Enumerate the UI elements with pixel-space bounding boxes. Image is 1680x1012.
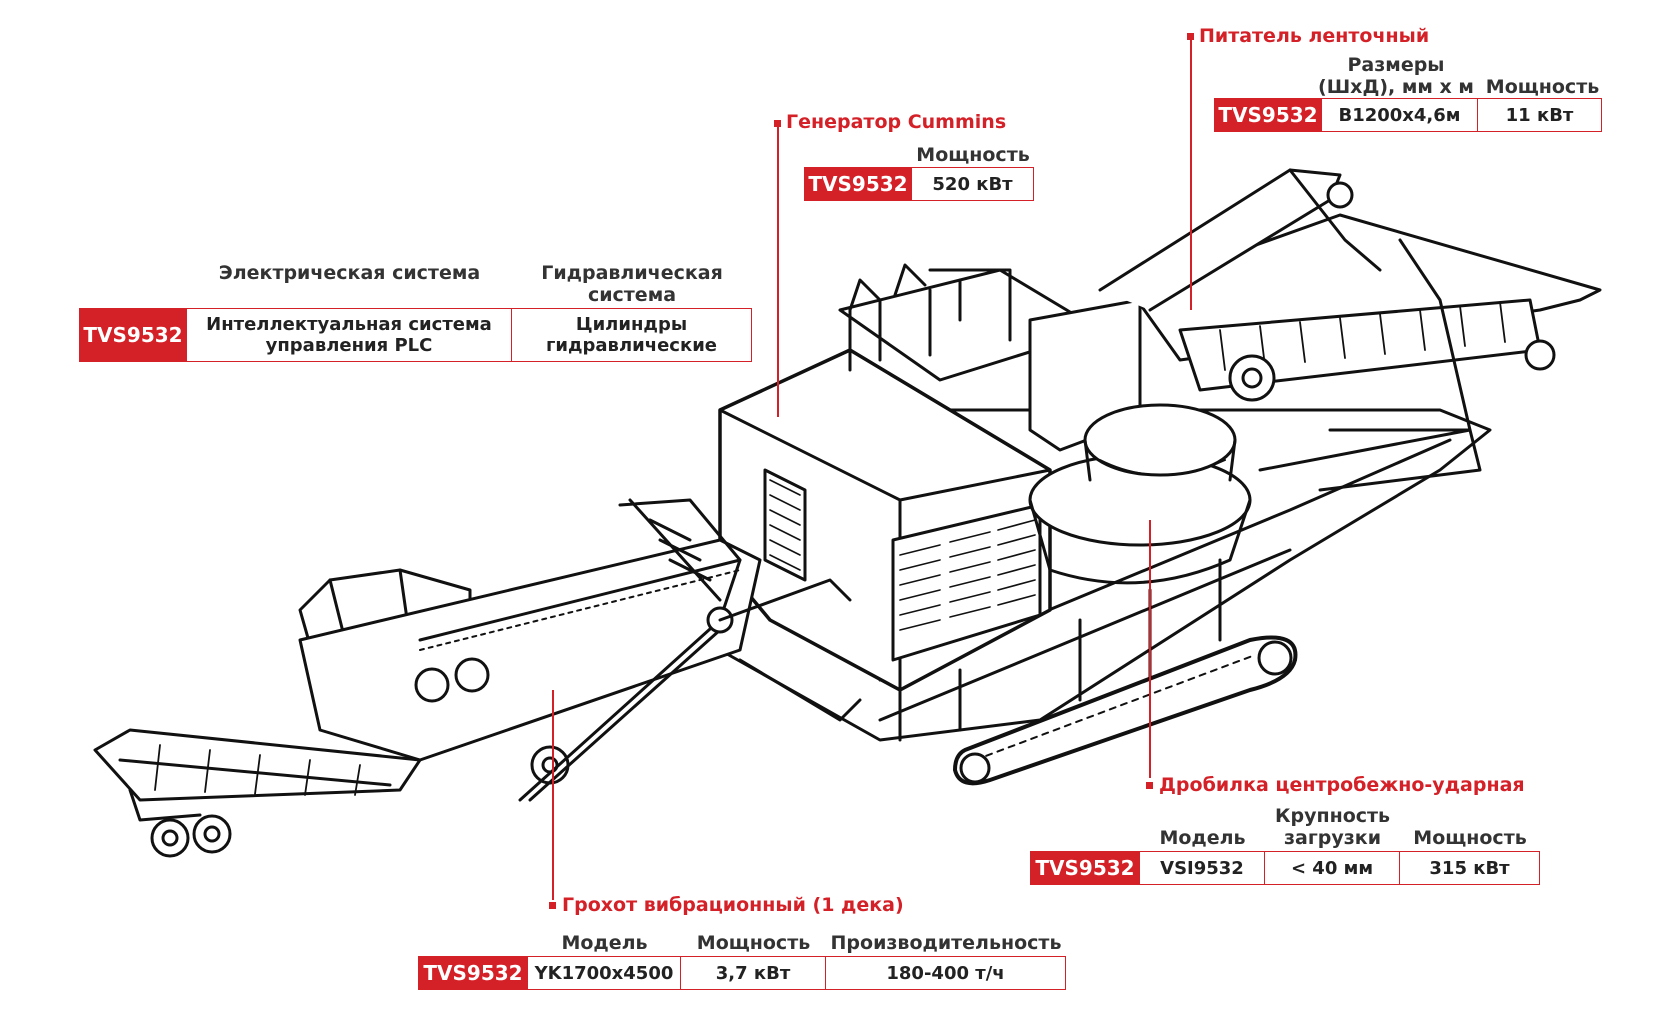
feeder-power-value: 11 кВт: [1478, 98, 1602, 132]
screen-power-value: 3,7 кВт: [681, 956, 826, 990]
generator-housing: [718, 348, 1052, 692]
crawler-tracks: [953, 635, 1298, 786]
belt-feeder: [1098, 168, 1602, 492]
callout-marker: [1187, 33, 1194, 40]
discharge-conveyor: [93, 728, 422, 858]
crusher-spec-row: TVS9532 VSI9532 < 40 мм 315 кВт: [1030, 851, 1540, 885]
model-badge: TVS9532: [79, 308, 187, 362]
crusher-leader-line: [1149, 520, 1151, 778]
crusher-title: Дробилка центробежно-ударная: [1159, 774, 1525, 796]
header-model: Модель: [561, 932, 648, 954]
crusher-feed-size-value: < 40 мм: [1265, 851, 1400, 885]
generator-power-value: 520 кВт: [912, 167, 1034, 201]
header-power: Мощность: [1485, 76, 1600, 98]
generator-leader-line: [777, 127, 779, 417]
feeder-title: Питатель ленточный: [1199, 25, 1430, 47]
header-feed-size: Крупность загрузки: [1274, 805, 1391, 849]
model-badge: TVS9532: [804, 167, 912, 201]
header-electric-system: Электрическая система: [218, 262, 481, 284]
header-model: Модель: [1159, 827, 1246, 849]
screen-model-value: YK1700x4500: [528, 956, 681, 990]
generator-title: Генератор Cummins: [786, 111, 1007, 133]
electric-system-value: Интеллектуальная система управления PLC: [187, 308, 512, 362]
feeder-spec-row: TVS9532 B1200x4,6м 11 кВт: [1214, 98, 1602, 132]
vibrating-screen: [298, 498, 862, 802]
feeder-dimensions-value: B1200x4,6м: [1322, 98, 1478, 132]
callout-marker: [549, 902, 556, 909]
crusher-power-value: 315 кВт: [1400, 851, 1540, 885]
header-power: Мощность: [916, 144, 1030, 166]
model-badge: TVS9532: [418, 956, 528, 990]
model-badge: TVS9532: [1214, 98, 1322, 132]
header-hydraulic-system: Гидравлическая система: [541, 262, 723, 306]
feeder-leader-line: [1190, 40, 1192, 310]
screen-leader-line: [552, 690, 554, 900]
header-power: Мощность: [696, 932, 811, 954]
header-capacity: Производительность: [830, 932, 1062, 954]
header-dimensions: Размеры (ШхД), мм х м: [1318, 54, 1474, 98]
hydraulic-system-value: Цилиндры гидравлические: [512, 308, 752, 362]
screen-capacity-value: 180-400 т/ч: [826, 956, 1066, 990]
screen-title: Грохот вибрационный (1 дека): [562, 894, 904, 916]
electric-spec-row: TVS9532 Интеллектуальная система управле…: [79, 308, 752, 362]
screen-spec-row: TVS9532 YK1700x4500 3,7 кВт 180-400 т/ч: [418, 956, 1066, 990]
callout-marker: [1146, 782, 1153, 789]
crusher-model-value: VSI9532: [1140, 851, 1265, 885]
header-power: Мощность: [1413, 827, 1527, 849]
model-badge: TVS9532: [1030, 851, 1140, 885]
vsi-crusher: [1028, 403, 1252, 585]
generator-spec-row: TVS9532 520 кВт: [804, 167, 1034, 201]
callout-marker: [774, 120, 781, 127]
